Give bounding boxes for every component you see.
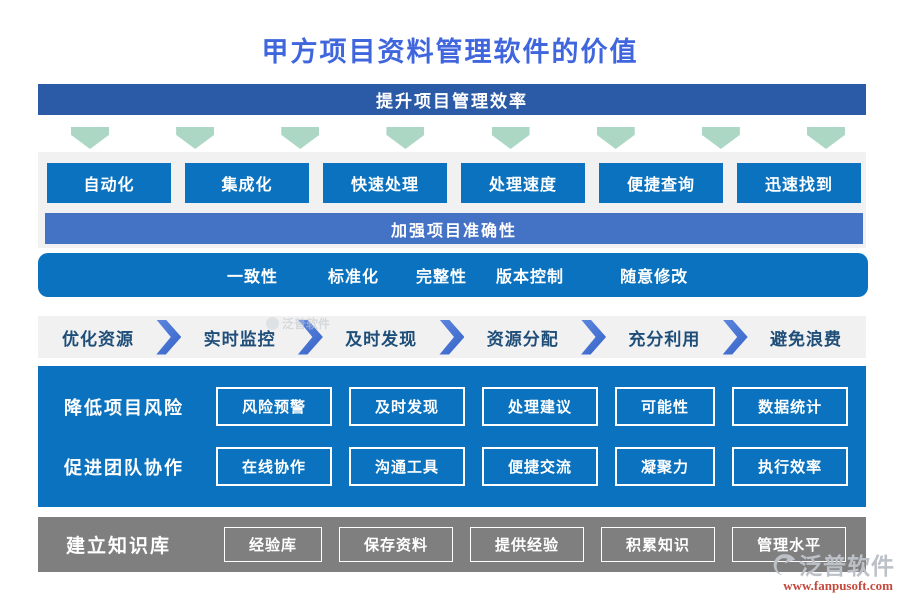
accuracy-item-completeness: 完整性 xyxy=(416,269,468,286)
knowledge-box-experience-base: 经验库 xyxy=(224,527,323,562)
team-box-execution-efficiency: 执行效率 xyxy=(732,447,849,486)
accuracy-item-version-control: 版本控制 xyxy=(496,269,565,286)
down-arrow-icon xyxy=(596,127,635,149)
accuracy-items-bar: 一致性 标准化 完整性 版本控制 随意修改 xyxy=(38,253,868,297)
flow-step-avoid-waste: 避免浪费 xyxy=(769,329,842,349)
risk-box-handling-advice: 处理建议 xyxy=(482,387,599,426)
efficiency-button-row: 自动化 集成化 快速处理 处理速度 便捷查询 迅速找到 xyxy=(47,163,861,203)
flow-step-full-utilization: 充分利用 xyxy=(628,329,701,349)
flow-step-optimize-resources: 优化资源 xyxy=(62,329,134,349)
brand-name: 泛普软件 xyxy=(799,553,895,579)
efficiency-button-fast-processing: 快速处理 xyxy=(323,163,447,203)
accuracy-banner: 加强项目准确性 xyxy=(45,213,863,244)
brand-url: www.fanpusoft.com xyxy=(783,578,893,593)
knowledge-boxes: 经验库 保存资料 提供经验 积累知识 管理水平 xyxy=(224,527,847,562)
efficiency-button-quick-find: 迅速找到 xyxy=(737,163,861,203)
efficiency-button-automation: 自动化 xyxy=(47,163,171,203)
risk-boxes: 风险预警 及时发现 处理建议 可能性 数据统计 xyxy=(216,387,849,426)
accuracy-item-arbitrary-modify: 随意修改 xyxy=(620,269,689,286)
team-box-communication-tools: 沟通工具 xyxy=(349,447,466,486)
knowledge-box-accumulate-knowledge: 积累知识 xyxy=(601,527,716,562)
chevron-right-icon xyxy=(297,319,323,355)
brand-logo: 泛普软件 xyxy=(771,547,895,581)
team-box-cohesion: 凝聚力 xyxy=(615,447,716,486)
team-box-easy-communication: 便捷交流 xyxy=(482,447,599,486)
knowledge-box-save-materials: 保存资料 xyxy=(339,527,454,562)
down-arrow-icon xyxy=(281,127,320,149)
chevron-right-icon xyxy=(722,319,748,355)
knowledge-panel-label: 建立知识库 xyxy=(66,536,172,557)
efficiency-button-integration: 集成化 xyxy=(185,163,309,203)
risk-box-data-statistics: 数据统计 xyxy=(732,387,849,426)
team-row: 促进团队协作 在线协作 沟通工具 便捷交流 凝聚力 执行效率 xyxy=(38,446,866,487)
down-arrow-row xyxy=(71,127,845,149)
team-boxes: 在线协作 沟通工具 便捷交流 凝聚力 执行效率 xyxy=(216,447,849,486)
page-title: 甲方项目资料管理软件的价值 xyxy=(261,37,639,67)
down-arrow-icon xyxy=(71,127,109,149)
flow-step-realtime-monitoring: 实时监控 xyxy=(203,329,276,349)
down-arrow-icon xyxy=(806,127,845,149)
team-row-label: 促进团队协作 xyxy=(64,457,184,478)
fanpu-swirl-icon xyxy=(773,553,796,575)
chevron-right-icon xyxy=(439,319,465,355)
efficiency-strip: 自动化 集成化 快速处理 处理速度 便捷查询 迅速找到 加强项目准确性 xyxy=(38,152,866,248)
risk-team-panel: 降低项目风险 风险预警 及时发现 处理建议 可能性 数据统计 促进团队协作 在线… xyxy=(38,366,866,507)
risk-row-label: 降低项目风险 xyxy=(64,397,184,418)
down-arrow-icon xyxy=(491,127,530,149)
down-arrow-icon xyxy=(701,127,740,149)
risk-box-timely-discovery: 及时发现 xyxy=(349,387,466,426)
flow-step-resource-allocation: 资源分配 xyxy=(486,329,559,349)
efficiency-banner: 提升项目管理效率 xyxy=(38,84,866,115)
risk-box-early-warning: 风险预警 xyxy=(216,387,333,426)
risk-box-possibility: 可能性 xyxy=(615,387,716,426)
chevron-right-icon xyxy=(581,319,607,355)
knowledge-box-management-level: 管理水平 xyxy=(732,527,847,562)
team-box-online-collaboration: 在线协作 xyxy=(216,447,333,486)
risk-row: 降低项目风险 风险预警 及时发现 处理建议 可能性 数据统计 xyxy=(38,386,866,427)
knowledge-panel: 建立知识库 经验库 保存资料 提供经验 积累知识 管理水平 xyxy=(38,517,866,572)
accuracy-item-consistency: 一致性 xyxy=(227,269,279,286)
knowledge-box-provide-experience: 提供经验 xyxy=(470,527,585,562)
efficiency-button-processing-speed: 处理速度 xyxy=(461,163,585,203)
flow-step-timely-discovery: 及时发现 xyxy=(345,329,418,349)
down-arrow-icon xyxy=(386,127,425,149)
efficiency-button-easy-query: 便捷查询 xyxy=(599,163,723,203)
resource-flow-strip: 优化资源 实时监控 及时发现 资源分配 充分利用 避免浪费 xyxy=(38,316,866,358)
down-arrow-icon xyxy=(176,127,215,149)
chevron-right-icon xyxy=(156,319,182,355)
accuracy-item-standardization: 标准化 xyxy=(328,269,380,286)
